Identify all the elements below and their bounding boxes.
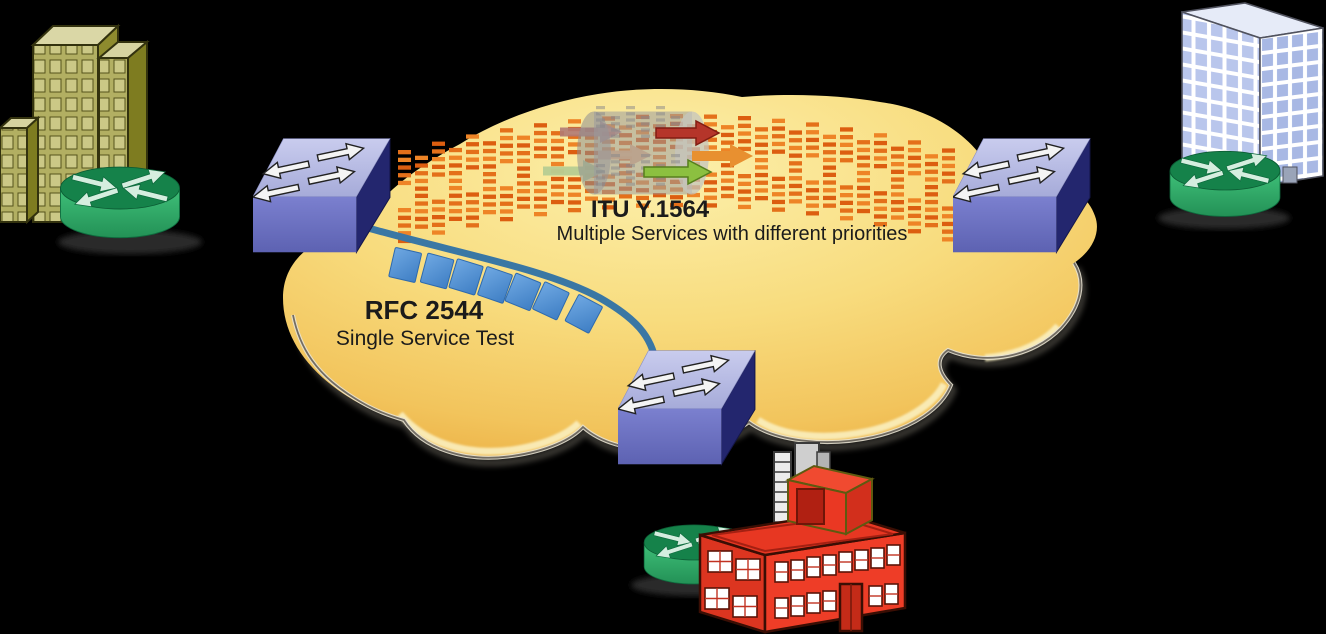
skyscraper-icon bbox=[1181, 2, 1324, 188]
office-buildings-left bbox=[0, 23, 202, 254]
orange-service-arrow-out bbox=[692, 144, 753, 168]
green-service-arrow-out bbox=[643, 158, 713, 186]
single-service-line bbox=[353, 220, 660, 365]
router-right bbox=[1170, 149, 1280, 217]
rfc-label-subtitle: Single Service Test bbox=[335, 327, 515, 350]
router-left bbox=[60, 165, 179, 238]
skyscraper-right bbox=[1158, 2, 1324, 229]
rfc2544-packets-icon bbox=[388, 247, 603, 334]
itu-label-title: ITU Y.1564 bbox=[590, 196, 710, 223]
itu-label-subtitle: Multiple Services with different priorit… bbox=[556, 223, 908, 245]
rfc-label-title: RFC 2544 bbox=[364, 295, 484, 325]
door bbox=[1282, 166, 1298, 184]
factory-building-icon bbox=[698, 442, 907, 634]
rfc2544-path bbox=[353, 220, 660, 365]
shaper-queue-dashes-icon bbox=[596, 106, 680, 186]
factory-site bbox=[631, 442, 907, 634]
service-arrows-out bbox=[643, 119, 753, 186]
red-service-arrow-out bbox=[655, 119, 721, 147]
